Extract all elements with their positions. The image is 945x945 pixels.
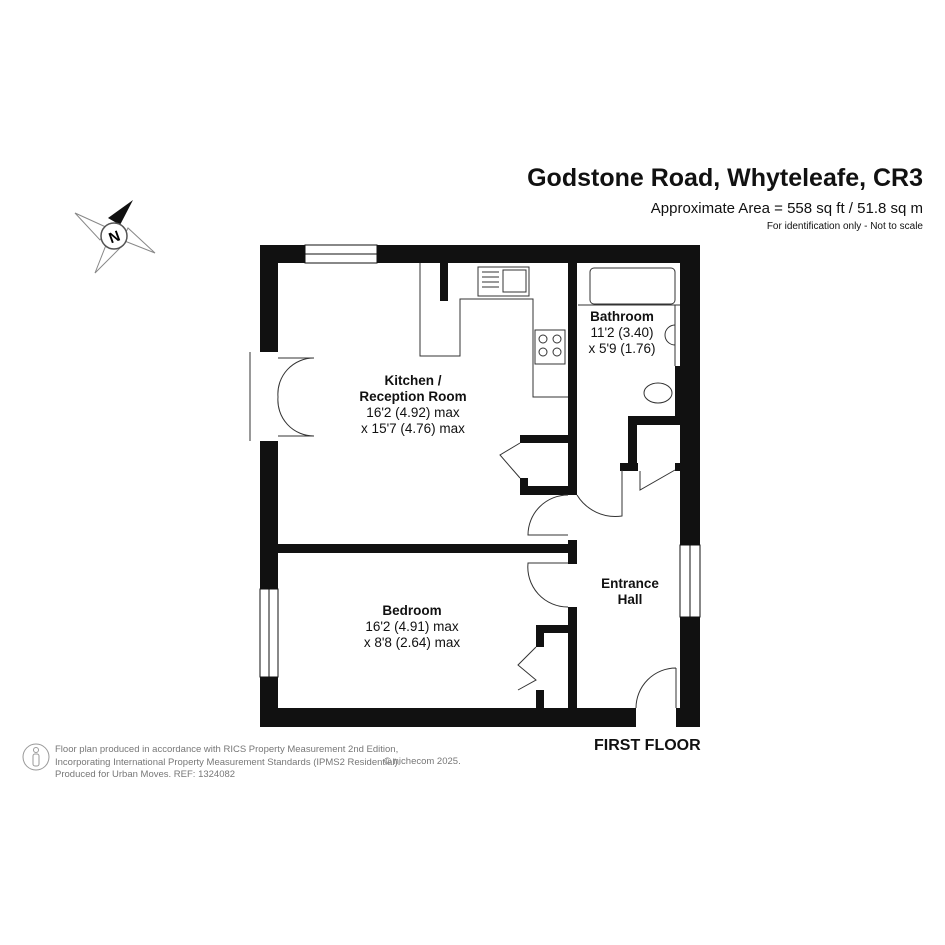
fixtures	[249, 263, 680, 709]
room-dimension: 11'2 (3.40)	[590, 325, 654, 340]
room-entrance-hall: Entrance Hall	[601, 576, 659, 608]
property-title: Godstone Road, Whyteleafe, CR3	[527, 164, 923, 192]
room-bathroom: Bathroom 11'2 (3.40) x 5'9 (1.76)	[588, 309, 655, 357]
windows	[259, 244, 701, 678]
room-kitchen-reception: Kitchen / Reception Room 16'2 (4.92) max…	[359, 373, 466, 437]
room-name: Kitchen /	[384, 373, 442, 388]
room-bedroom: Bedroom 16'2 (4.91) max x 8'8 (2.64) max	[364, 603, 460, 651]
compass-icon: N	[74, 200, 156, 274]
room-dimension: x 8'8 (2.64) max	[363, 635, 461, 650]
room-name: Entrance	[601, 576, 659, 591]
approximate-area: Approximate Area = 558 sq ft / 51.8 sq m	[650, 200, 923, 217]
footer-line: Floor plan produced in accordance with R…	[55, 744, 399, 755]
room-name: Bathroom	[590, 309, 654, 324]
scale-note: For identification only - Not to scale	[766, 221, 923, 232]
footer-notes: Floor plan produced in accordance with R…	[55, 744, 400, 782]
walls	[260, 245, 700, 727]
floor-label: FIRST FLOOR	[594, 737, 701, 754]
room-dimension: x 15'7 (4.76) max	[361, 421, 465, 436]
room-dimension: 16'2 (4.91) max	[365, 619, 459, 634]
footer-line: Produced for Urban Moves. REF: 1324082	[55, 769, 236, 780]
room-name: Reception Room	[359, 389, 467, 404]
footer-line: Incorporating International Property Mea…	[55, 756, 401, 768]
copyright: © nichecom 2025.	[384, 756, 461, 767]
room-name: Hall	[617, 592, 643, 607]
room-dimension: 16'2 (4.92) max	[366, 405, 460, 420]
room-name: Bedroom	[382, 603, 442, 618]
room-dimension: x 5'9 (1.76)	[588, 341, 656, 356]
